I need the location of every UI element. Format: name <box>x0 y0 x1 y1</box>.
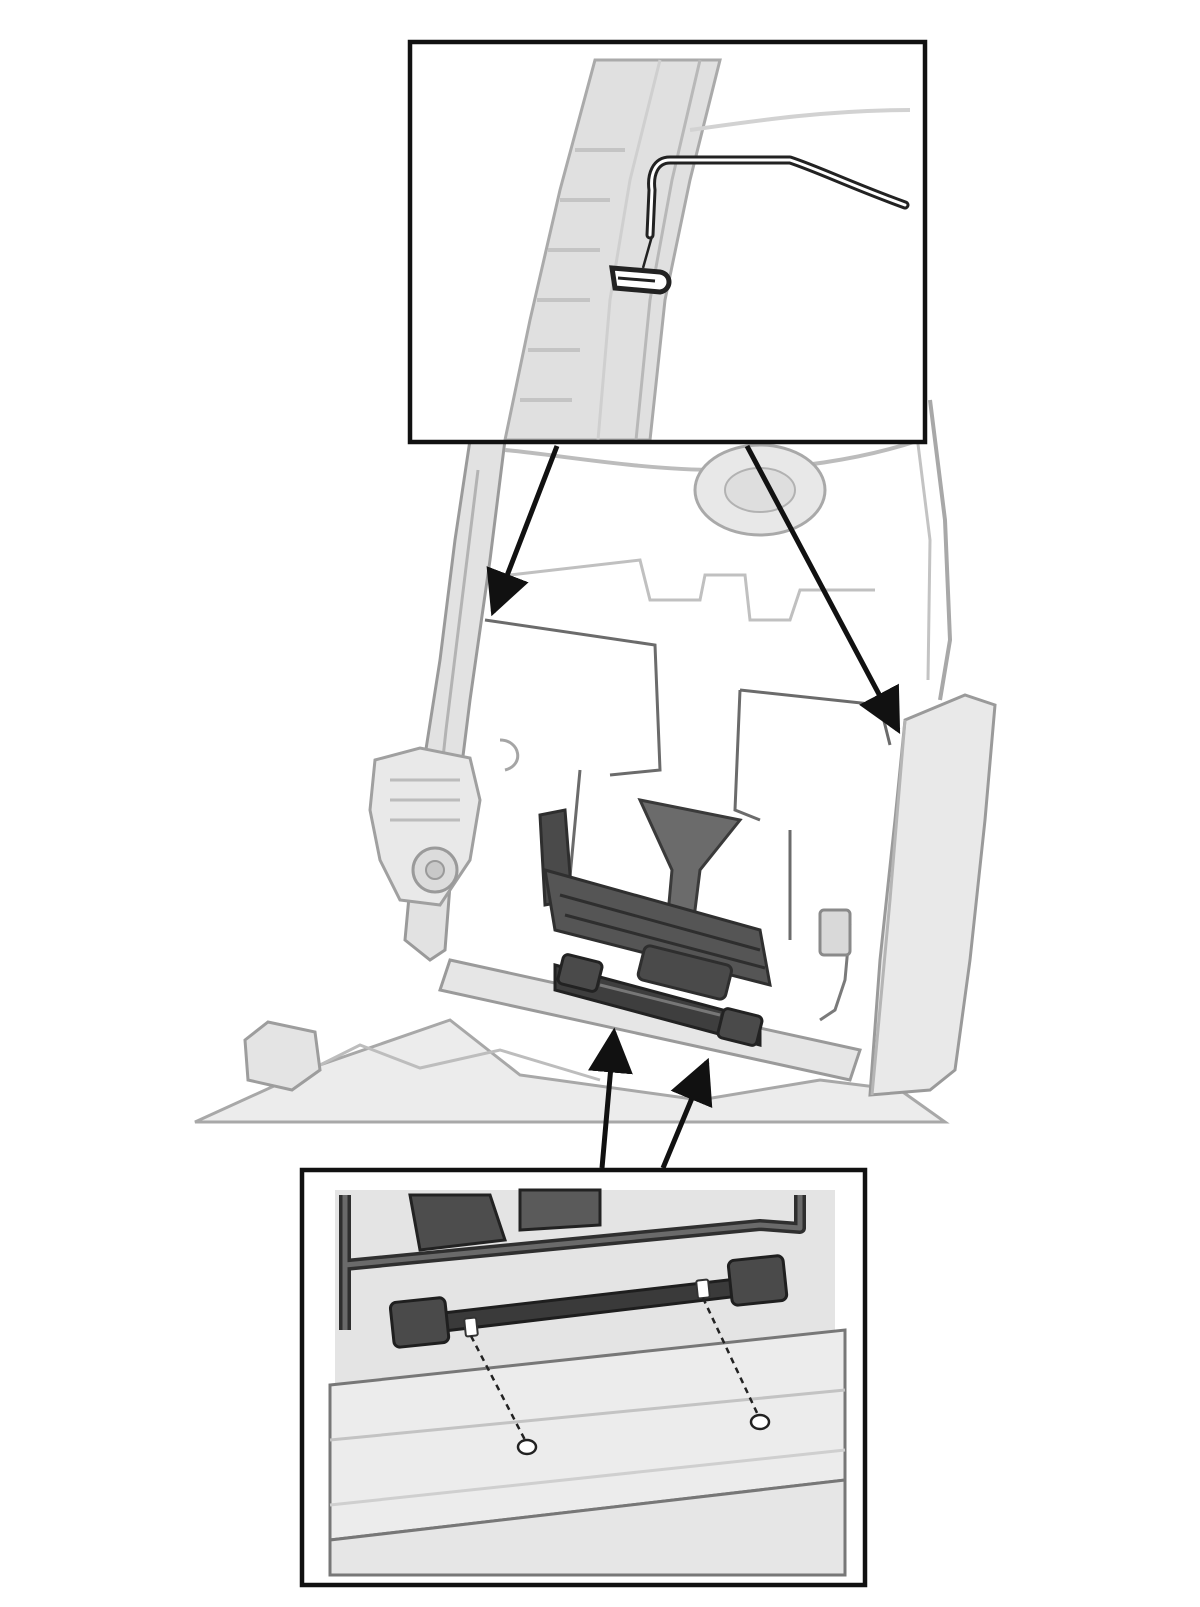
bottom-inset-hole-right <box>749 1413 771 1431</box>
callout-arrows <box>486 444 901 1169</box>
bottom-inset-border <box>299 1167 868 1588</box>
bottom-inset-screw-left <box>463 1316 479 1338</box>
top-inset-frame-ribs <box>520 148 625 402</box>
bottom-inset <box>299 1167 868 1588</box>
bottom-inset-leader-left <box>469 1335 527 1441</box>
bottom-inset-motor <box>408 1193 508 1252</box>
top-inset-bg-wire <box>689 108 911 132</box>
top-inset-leader <box>641 235 654 269</box>
support-wire-right <box>733 688 892 822</box>
backrest-right-frame <box>928 399 953 701</box>
callout-arrow-top-left <box>486 445 560 617</box>
backrest-right-panel <box>868 693 997 1097</box>
top-inset-frame-edge <box>634 59 702 441</box>
bottom-inset-hole-left <box>516 1438 538 1456</box>
top-inset <box>407 39 928 445</box>
seat-side-bolster <box>243 1020 322 1092</box>
bottom-inset-panel-lower <box>328 1478 847 1577</box>
side-connector <box>818 908 852 957</box>
callout-arrow-bottom-left <box>588 1027 633 1169</box>
recliner-mechanism <box>368 738 520 907</box>
suspension-wave-wire <box>509 558 875 622</box>
callout-arrow-top-right <box>744 444 901 734</box>
lumbar-support-assembly <box>538 797 772 1001</box>
callout-arrow-bottom-right <box>660 1057 713 1169</box>
top-inset-border <box>407 39 928 445</box>
seat-cushion-ridge <box>299 1043 601 1082</box>
bottom-inset-screw-right <box>695 1278 711 1300</box>
support-wire-left <box>484 618 662 777</box>
bottom-inset-bracket-left <box>388 1296 451 1349</box>
bottom-inset-content <box>328 1188 847 1577</box>
backrest-right-panel-edge <box>870 719 907 1096</box>
lower-rail-assembly <box>553 953 764 1047</box>
bottom-inset-bracket-right <box>726 1254 789 1307</box>
seat-assembly <box>194 399 997 1124</box>
